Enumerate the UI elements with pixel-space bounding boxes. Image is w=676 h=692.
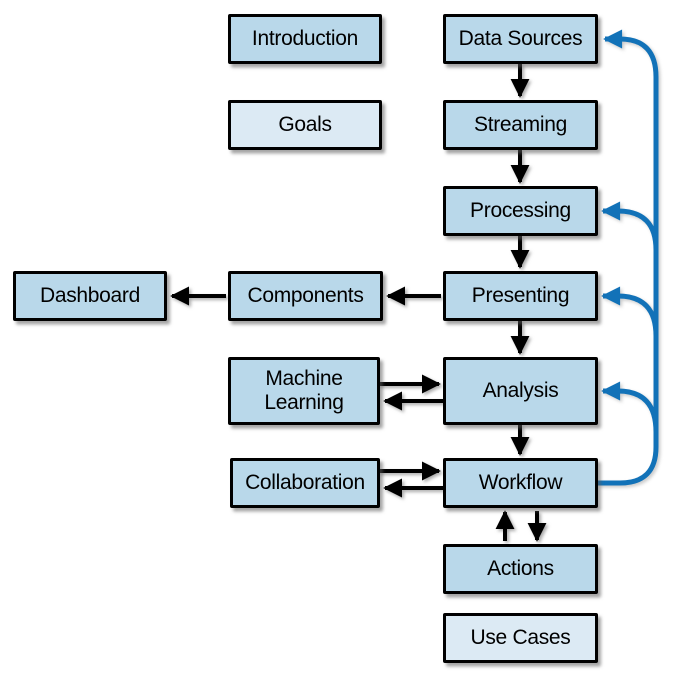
node-label: Streaming <box>473 113 567 137</box>
node-label: Introduction <box>251 27 359 51</box>
node-collaboration: Collaboration <box>230 458 380 508</box>
node-streaming: Streaming <box>443 100 598 150</box>
node-components: Components <box>228 271 383 321</box>
node-workflow: Workflow <box>443 458 598 508</box>
node-use-cases: Use Cases <box>443 613 598 663</box>
node-label: Presenting <box>471 284 570 308</box>
node-goals: Goals <box>228 100 382 150</box>
node-label: Processing <box>470 199 571 223</box>
node-label: Use Cases <box>470 626 571 650</box>
node-label: Data Sources <box>458 27 583 51</box>
node-dashboard: Dashboard <box>13 271 167 321</box>
node-presenting: Presenting <box>443 271 598 321</box>
node-machine-learning: Machine Learning <box>228 357 380 425</box>
node-analysis: Analysis <box>443 357 598 425</box>
node-label: Components <box>247 284 364 308</box>
feedback-arrow-branch-to-analysis <box>601 381 659 433</box>
feedback-arrow-branch-to-presenting <box>601 286 659 337</box>
node-actions: Actions <box>443 544 598 594</box>
node-data-sources: Data Sources <box>443 14 598 64</box>
node-label: Collaboration <box>245 471 365 495</box>
feedback-arrow-workflow-to-data-sources <box>598 29 659 486</box>
node-label: Actions <box>487 557 554 581</box>
feedback-arrow-branch-to-processing <box>601 201 659 251</box>
node-label: Machine Learning <box>264 367 344 414</box>
node-label: Dashboard <box>39 284 141 308</box>
node-introduction: Introduction <box>228 14 382 64</box>
node-label: Analysis <box>482 379 559 403</box>
node-label: Workflow <box>478 471 563 495</box>
node-processing: Processing <box>443 186 598 236</box>
node-label: Goals <box>278 113 332 137</box>
